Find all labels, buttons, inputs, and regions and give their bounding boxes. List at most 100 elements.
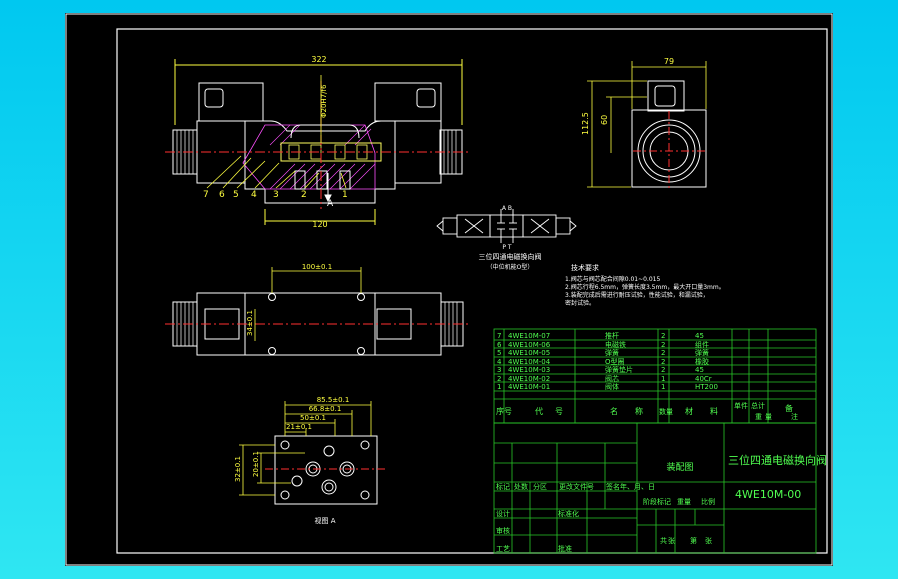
dim-side-height: 112.5 [581, 112, 590, 135]
dim-side-inner: 60 [600, 115, 609, 125]
bom-header-code-a: 代 [535, 406, 543, 416]
bom-cell-no: 1 [497, 383, 501, 391]
bom-cell-material: 组件 [695, 340, 709, 349]
part-label-4: 4 [251, 190, 257, 200]
bom-cell-no: 4 [497, 358, 502, 366]
bom-cell-qty: 2 [661, 341, 665, 349]
bom-cell-name: 推杆 [605, 331, 619, 340]
bom-header-no: 序号 [496, 406, 512, 416]
mark-col-count: 处数 [514, 482, 528, 491]
notes-line-1: 1.阀芯与阀芯配合间隙0.01~0.015 [565, 275, 660, 283]
bom-cell-no: 5 [497, 349, 501, 357]
notes-title: 技术要求 [571, 263, 599, 272]
bom-cell-code: 4WE10M-07 [508, 332, 550, 340]
part-label-2: 2 [301, 190, 307, 200]
bom-cell-qty: 2 [661, 332, 665, 340]
sign-row-review: 审核 [496, 526, 510, 535]
product-name: 三位四通电磁换向阀 [728, 453, 827, 467]
hydraulic-symbol [436, 209, 577, 243]
outer-border [65, 13, 833, 566]
title-block-marks: 标记 处数 分区 更改文件号 签名 年、月、日 设计 标准化 审核 工艺 批准 … [496, 482, 715, 553]
bom-header-remark-a: 备 [785, 403, 793, 413]
inner-border [116, 28, 828, 554]
notes-line-2: 2.阀芯行程6.5mm，弹簧长度3.5mm，最大开口量3mm。 [565, 283, 725, 291]
sign-row-standard: 标准化 [558, 509, 579, 518]
base-view-a [239, 401, 385, 505]
dim-base-h1: 32±0.1 [234, 456, 242, 482]
bom-header: 序号 代 号 名 称 数量 材 料 单件 总计 备 重 量 注 [496, 401, 798, 421]
bom-header-remark-b: 注 [791, 412, 798, 421]
bom-cell-code: 4WE10M-03 [508, 366, 550, 374]
bom-cell-qty: 1 [661, 383, 665, 391]
symbol-caption: 三位四通电磁换向阀 [479, 252, 542, 261]
front-section-view [165, 59, 471, 225]
bom-row: 1 4WE10M-01 阀体 1 HT200 [497, 382, 718, 391]
bom-cell-no: 7 [497, 332, 501, 340]
bom-cell-qty: 2 [661, 349, 665, 357]
bom-cell-name: 阀芯 [605, 374, 619, 383]
stage-scale: 比例 [701, 497, 715, 506]
dim-plan-height: 34±0.1 [246, 310, 254, 336]
sign-row-process: 工艺 [496, 545, 510, 553]
bom-cell-no: 3 [497, 366, 501, 374]
bom-header-weight-b: 量 [765, 413, 772, 421]
bom-row: 4 4WE10M-04 O型圈 2 橡胶 [497, 357, 709, 366]
part-label-1: 1 [342, 190, 348, 200]
sheet-total-b: 张 [668, 536, 675, 545]
part-label-7: 7 [203, 190, 209, 200]
bom-cell-no: 2 [497, 375, 501, 383]
notes-line-3: 3.装配完成后需进行耐压试验，性能试验，和漏试验， [565, 291, 709, 299]
bom-cell-qty: 2 [661, 358, 665, 366]
bom-cell-no: 6 [497, 341, 502, 349]
dim-base-d4: 21±0.1 [286, 423, 312, 431]
dim-base-d3: 50±0.1 [300, 414, 326, 422]
bom-row: 6 4WE10M-06 电磁铁 2 组件 [497, 340, 709, 349]
bom-rows: 7 4WE10M-07 推杆 2 45 6 4WE10M-06 电磁铁 2 组件… [497, 331, 718, 391]
stage-mark: 阶段标记 [643, 497, 671, 506]
bom-cell-material: 橡胶 [695, 357, 709, 366]
stage-weight: 重量 [677, 498, 691, 506]
drawing-code: 4WE10M-00 [735, 488, 801, 501]
dim-lower-length: 120 [312, 220, 327, 229]
sign-row-approve: 批准 [558, 544, 572, 553]
bom-row: 3 4WE10M-03 弹簧垫片 2 45 [497, 365, 704, 374]
part-label-3: 3 [273, 190, 279, 200]
symbol-caption-sub: （中位机能O型） [487, 263, 534, 271]
drawing-sheet: 322 Φ20H7/f6 120 A 7 6 5 4 3 2 1 79 112.… [65, 13, 833, 566]
dim-base-h2: 20±0.1 [252, 451, 260, 477]
bom-cell-name: 弹簧垫片 [605, 365, 633, 374]
mark-col-change-doc: 更改文件号 [559, 482, 594, 491]
side-view [587, 61, 707, 189]
cad-drawing: 322 Φ20H7/f6 120 A 7 6 5 4 3 2 1 79 112.… [65, 13, 833, 566]
mark-col-date: 年、月、日 [620, 482, 655, 491]
bom-cell-name: 电磁铁 [605, 340, 626, 349]
bom-header-unit: 单件 [734, 401, 748, 410]
bom-header-mat-a: 材 [685, 406, 693, 416]
bom-cell-code: 4WE10M-01 [508, 383, 550, 391]
bom-cell-name: 弹簧 [605, 348, 619, 357]
bom-cell-code: 4WE10M-04 [508, 358, 551, 366]
part-number-labels: 7 6 5 4 3 2 1 [203, 190, 348, 200]
dim-base-d1: 85.5±0.1 [317, 396, 350, 404]
part-label-6: 6 [219, 190, 225, 200]
bom-header-total: 总计 [751, 401, 765, 410]
bom-cell-material: 45 [695, 332, 704, 340]
bom-cell-code: 4WE10M-06 [508, 341, 551, 349]
bom-cell-code: 4WE10M-05 [508, 349, 550, 357]
bom-cell-material: 45 [695, 366, 704, 374]
bom-header-code-b: 号 [555, 407, 563, 416]
sheet-current-b: 张 [705, 536, 712, 545]
part-label-5: 5 [233, 190, 239, 200]
mark-col-label: 标记 [496, 482, 510, 491]
bom-cell-name: 阀体 [605, 382, 619, 391]
bom-header-mat-b: 料 [710, 406, 718, 416]
symbol-ports-top: A B [502, 205, 512, 212]
bom-header-qty: 数量 [659, 407, 673, 416]
bom-row: 7 4WE10M-07 推杆 2 45 [497, 331, 704, 340]
title-block [493, 422, 817, 554]
bom-cell-qty: 2 [661, 366, 665, 374]
sheet-total-a: 共 [660, 536, 667, 545]
plan-view [165, 267, 471, 356]
bom-cell-material: 40Cr [695, 375, 712, 383]
bom-cell-qty: 1 [661, 375, 665, 383]
